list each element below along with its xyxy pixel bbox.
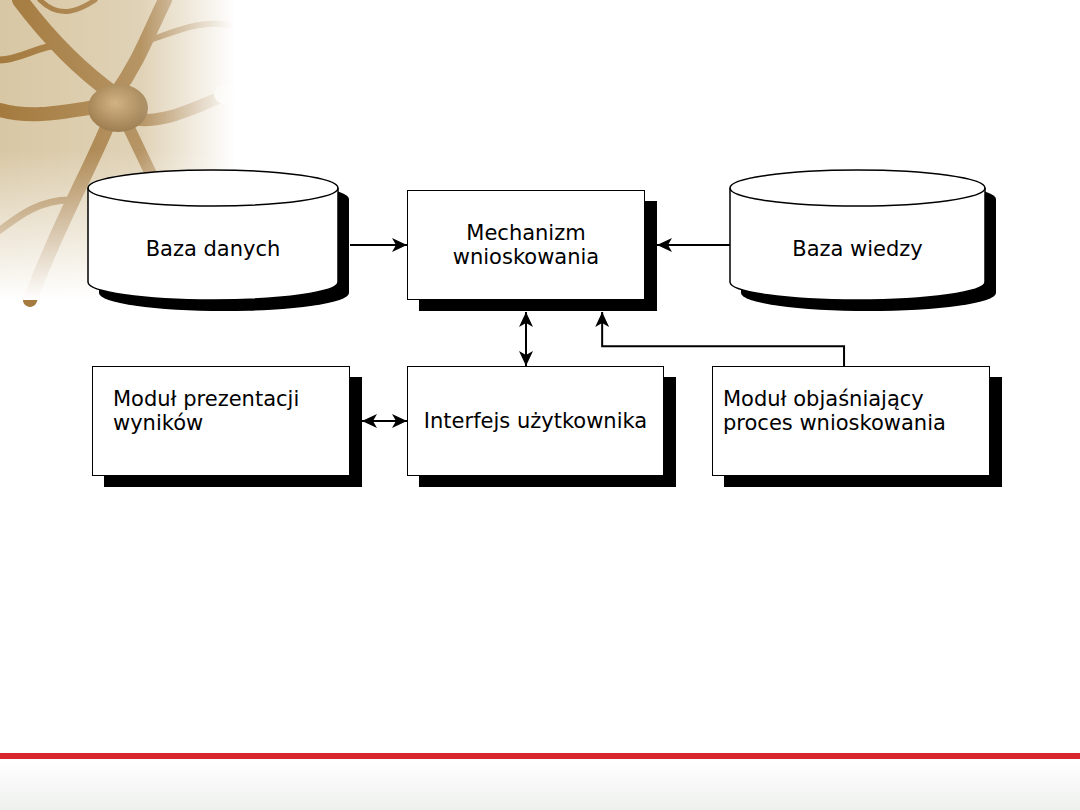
node-label: Moduł objaśniający proces wnioskowania <box>723 387 979 435</box>
cylinder-body <box>88 170 338 300</box>
flow-arrow <box>657 244 730 246</box>
process-box: Mechanizm wnioskowania <box>407 190 645 300</box>
cylinder-body <box>730 170 985 300</box>
process-box: Moduł objaśniający proces wnioskowania <box>712 366 990 476</box>
footer-band <box>0 760 1080 810</box>
node-label: Interfejs użytkownika <box>418 409 653 433</box>
cylinder-outline <box>88 170 338 300</box>
node-label: Baza danych <box>98 237 328 261</box>
process-box: Interfejs użytkownika <box>407 366 664 476</box>
flow-arrow <box>525 312 527 366</box>
flow-arrow <box>602 312 844 366</box>
node-label: Moduł prezentacji wyników <box>113 387 329 435</box>
flow-arrow <box>362 420 407 422</box>
node-label: Baza wiedzy <box>740 237 975 261</box>
process-box: Moduł prezentacji wyników <box>92 366 350 476</box>
node-label: Mechanizm wnioskowania <box>418 221 634 269</box>
cylinder-outline <box>730 170 985 300</box>
footer-rule <box>0 753 1080 759</box>
database-cylinder: Baza danych <box>88 170 338 300</box>
database-cylinder: Baza wiedzy <box>730 170 985 300</box>
flow-arrow <box>350 244 407 246</box>
cylinder-rim <box>88 188 338 206</box>
cylinder-rim <box>730 188 985 206</box>
